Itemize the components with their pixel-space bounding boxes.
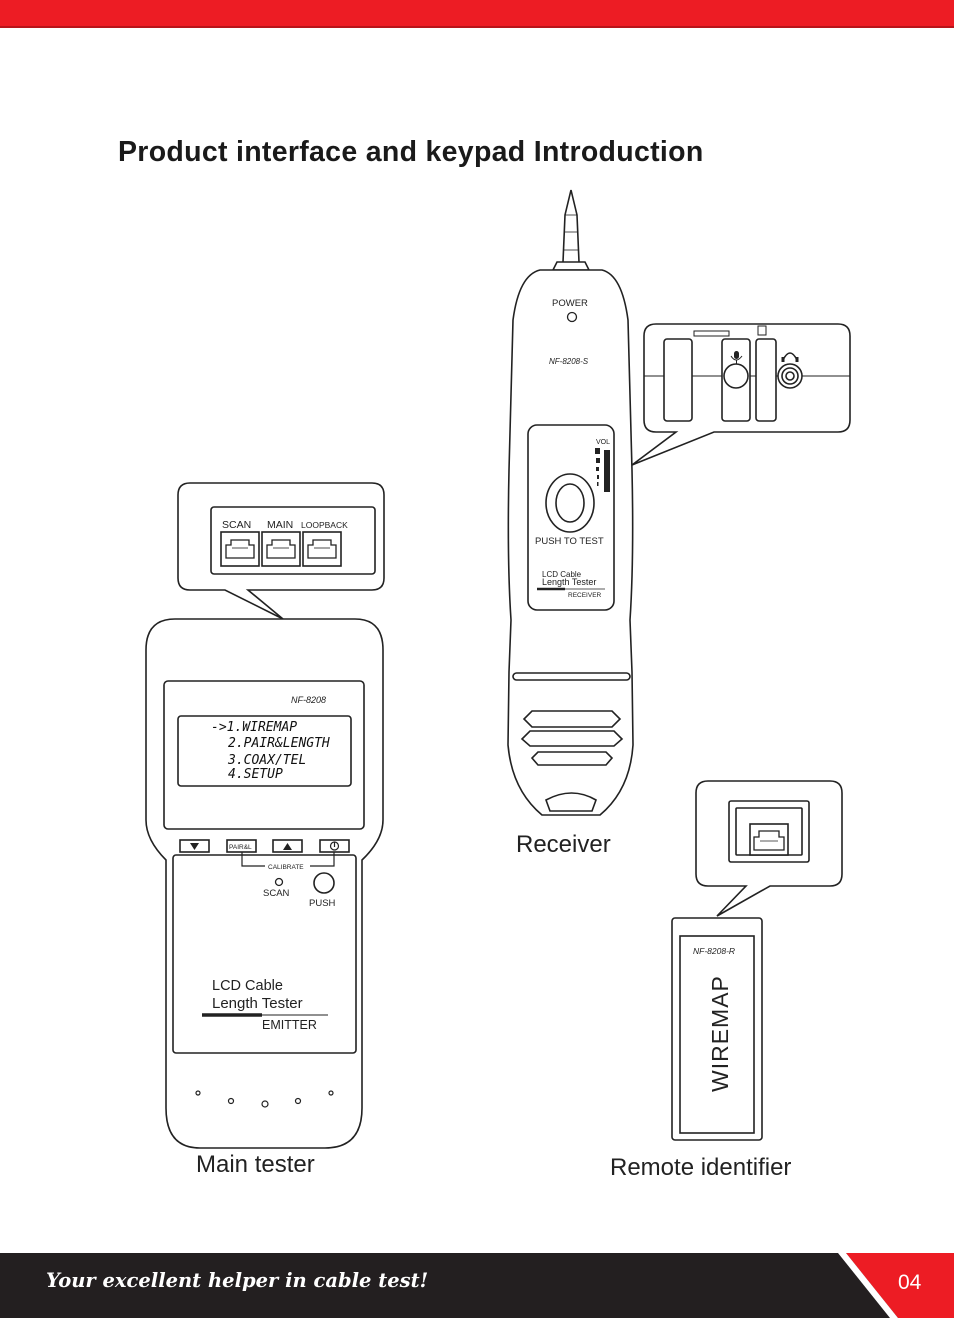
footer-accent <box>838 1253 954 1318</box>
microphone-icon <box>730 351 743 364</box>
receiver <box>507 189 851 816</box>
emitter-label: EMITTER <box>262 1018 317 1032</box>
lcd-menu-item-3: 3.COAX/TEL <box>227 753 306 768</box>
receiver-brand-line2: Length Tester <box>542 577 596 587</box>
page-title: Product interface and keypad Introductio… <box>118 136 704 168</box>
footer-bar <box>0 1253 954 1318</box>
port-scan <box>220 531 260 567</box>
main-tester <box>145 482 385 1149</box>
lcd-menu-item-4: 4.SETUP <box>228 767 283 782</box>
receiver-brand-line1: LCD Cable <box>542 570 582 579</box>
port-loopback <box>302 531 342 567</box>
port-label-loopback: LOOPBACK <box>301 520 348 530</box>
receiver-unit-label: RECEIVER <box>568 592 602 599</box>
top-accent-bar <box>0 0 954 26</box>
port-main <box>261 531 301 567</box>
pair-length-key-label: PAIR&L <box>229 844 252 851</box>
port-label-main: MAIN <box>267 519 293 531</box>
receiver-model-label: NF-8208-S <box>549 357 589 366</box>
calibrate-label: CALIBRATE <box>268 864 304 871</box>
main-model-label: NF-8208 <box>291 695 326 705</box>
headphones-icon <box>781 352 799 362</box>
lcd-menu-item-1: ->1.WIREMAP <box>211 720 297 735</box>
main-tester-caption: Main tester <box>196 1151 315 1178</box>
top-accent-shadow <box>0 26 954 28</box>
page-number: 04 <box>898 1271 922 1294</box>
scan-button-label: SCAN <box>263 888 290 899</box>
receiver-caption: Receiver <box>516 831 611 858</box>
footer-tagline: Your excellent helper in cable test! <box>46 1269 429 1292</box>
vol-label: VOL <box>596 439 610 446</box>
remote-wiremap-label: WIREMAP <box>707 975 733 1092</box>
remote-identifier-caption: Remote identifier <box>610 1154 792 1181</box>
remote-identifier <box>671 780 843 1141</box>
lcd-menu-item-2: 2.PAIR&LENGTH <box>228 736 330 751</box>
main-brand-line2: Length Tester <box>212 995 303 1012</box>
main-brand-line1: LCD Cable <box>212 978 283 994</box>
remote-model-label: NF-8208-R <box>693 946 735 956</box>
push-to-test-label: PUSH TO TEST <box>535 536 604 547</box>
port-label-scan: SCAN <box>222 519 251 531</box>
push-button-label: PUSH <box>309 898 336 909</box>
power-label: POWER <box>552 298 588 309</box>
